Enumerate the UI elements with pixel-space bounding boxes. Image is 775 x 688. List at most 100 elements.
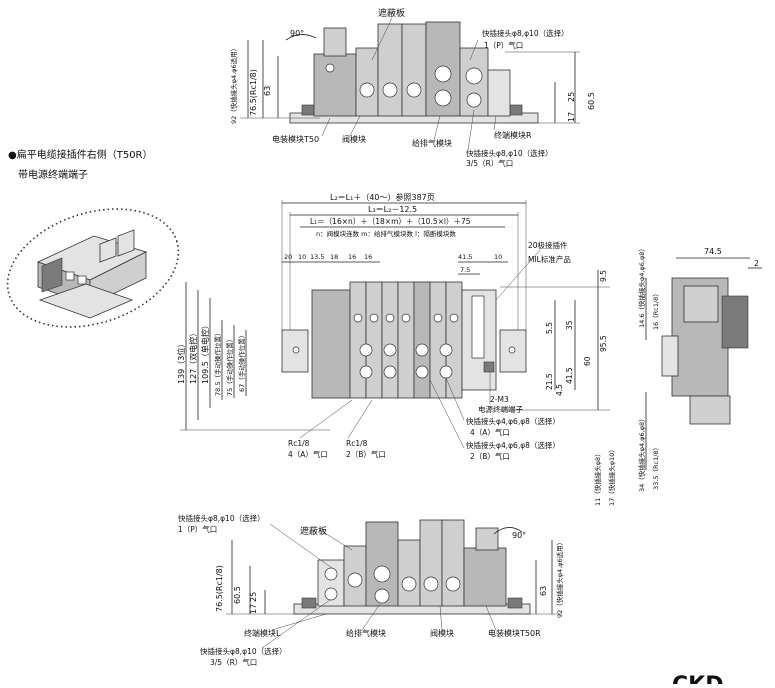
top-port <box>406 82 422 98</box>
main-power-terminal <box>483 361 495 373</box>
main-v17: 17（快插接头φ10） <box>607 446 616 506</box>
bottom-dim-60-5: 60.5 <box>233 586 242 604</box>
main-valve <box>429 281 447 399</box>
bottom-connector <box>475 527 499 551</box>
top-dim-25: 25 <box>567 92 576 102</box>
product-illustration <box>6 208 180 328</box>
main-l2: L₂＝L₁＋（40～）参照387页 <box>330 192 435 202</box>
top-port-p: 1（P）气口 <box>484 40 523 50</box>
main-d10: 10 <box>298 253 306 261</box>
bottom-label-elec: 电装模块T50R <box>488 628 541 638</box>
top-port-r: 3/5（R）气口 <box>466 158 513 168</box>
leader <box>439 605 443 631</box>
main-d95-5: 95.5 <box>599 335 608 352</box>
top-screw <box>325 63 335 73</box>
main-v11: 11（快插接头φ8） <box>593 450 602 506</box>
dotted-ellipse <box>6 208 180 328</box>
top-dim-17: 17 <box>567 112 576 122</box>
angle-arc <box>285 34 317 41</box>
leader <box>269 523 333 569</box>
bottom-dim-92: 92（快插接头φ4,φ6适用） <box>555 539 564 618</box>
bottom-label-valve: 阀模块 <box>430 628 454 638</box>
side-fitting <box>661 335 679 377</box>
bottom-angle: 90° <box>512 531 526 540</box>
main-manual-op <box>449 313 459 323</box>
bottom-view: 快插接头φ8,φ10（选择） 1（P）气口 遮蔽板 90° 76.5(Rc1/8… <box>178 513 564 667</box>
leader <box>467 109 475 151</box>
main-manual-op <box>353 313 363 323</box>
main-port <box>359 365 373 379</box>
main-d41-5b: 41.5 <box>565 367 574 384</box>
bottom-port <box>347 572 363 588</box>
iso-valve <box>117 229 135 257</box>
bottom-label-end: 终端模块L <box>244 628 281 638</box>
main-d9-5: 9.5 <box>599 270 608 282</box>
bottom-port <box>445 576 461 592</box>
bottom-rail-clamp <box>301 597 317 609</box>
leader <box>261 599 331 649</box>
main-port-a: 4（A）气口 <box>470 427 510 437</box>
iso-rail <box>38 283 134 319</box>
leader <box>433 115 441 141</box>
bottom-dim-76-5: 76.5(Rc1/8) <box>215 565 224 612</box>
main-legend: n：阀模块连数 m：给排气模块数 l：隔断模块数 <box>316 229 456 238</box>
main-valve <box>381 281 399 399</box>
angle-arc <box>493 527 523 535</box>
top-port <box>359 82 375 98</box>
top-port <box>434 89 452 107</box>
leader <box>371 17 393 61</box>
main-port-b: 2（B）气口 <box>470 451 510 461</box>
main-rc-a: Rc1/8 <box>288 439 310 448</box>
main-rc-b: Rc1/8 <box>346 439 368 448</box>
main-port <box>383 365 397 379</box>
main-port <box>439 343 453 357</box>
main-d7-5: 7.5 <box>460 266 470 274</box>
main-d13-5: 13.5 <box>310 253 324 261</box>
top-label-end: 终端模块R <box>494 130 532 140</box>
iso-port <box>65 271 75 281</box>
top-view: 90° 遮蔽板 快插接头φ8,φ10（选择） 1（P）气口 63 76.5(Rc… <box>229 7 596 168</box>
top-port <box>434 65 452 83</box>
main-d21-5: 21.5 <box>545 373 554 390</box>
side-d14-6: 14.6（快插接头φ4,φ6,φ8） <box>637 245 646 328</box>
main-manual-op <box>433 313 443 323</box>
main-h75: 75（手动操作位置） <box>225 336 234 396</box>
main-d35: 35 <box>565 320 574 330</box>
top-dim-60-5: 60.5 <box>587 92 596 110</box>
bottom-port-p: 1（P）气口 <box>178 524 217 534</box>
main-d16: 16 <box>348 253 356 261</box>
main-d18: 18 <box>330 253 338 261</box>
main-manual-op <box>385 313 395 323</box>
side-lower <box>689 395 731 425</box>
leader <box>319 529 353 551</box>
side-view: 74.5 2 14.6（快插接头φ4,φ6,φ8） 16（Rc1/8） 34（快… <box>637 245 762 492</box>
top-label-valve: 阀模块 <box>342 134 366 144</box>
main-d5-5: 5.5 <box>545 322 554 334</box>
main-h109-5: 109.5（单电控） <box>200 321 210 384</box>
main-l3: L₃＝L₂－12.5 <box>368 205 417 214</box>
leader <box>429 379 465 449</box>
bottom-port <box>374 588 390 604</box>
leader <box>495 249 541 301</box>
side-d34: 34（快插接头φ4,φ6,φ8） <box>637 415 646 492</box>
iso-port <box>77 275 87 285</box>
leader <box>321 117 331 137</box>
main-port <box>415 343 429 357</box>
main-qj-b: 快插接头φ4,φ6,φ8（选择） <box>466 440 560 450</box>
bottom-label-supply: 给排气模块 <box>346 628 386 638</box>
top-dim-76-5: 76.5(Rc1/8) <box>249 69 258 116</box>
main-d60: 60 <box>583 356 592 366</box>
main-mount-hole <box>508 346 516 354</box>
top-port <box>466 92 482 108</box>
top-label-supply: 给排气模块 <box>412 138 452 148</box>
top-dim-63: 63 <box>263 86 272 96</box>
iso-valve <box>99 237 117 263</box>
bottom-port <box>423 576 439 592</box>
iso-connector <box>41 257 63 293</box>
bottom-elec-block <box>463 547 507 607</box>
section-subtitle: 带电源终端端子 <box>18 168 88 181</box>
bottom-valve <box>397 539 421 607</box>
leader <box>349 115 361 137</box>
main-valve <box>349 281 367 399</box>
side-d33-5: 33.5（Rc1/8） <box>652 444 660 490</box>
